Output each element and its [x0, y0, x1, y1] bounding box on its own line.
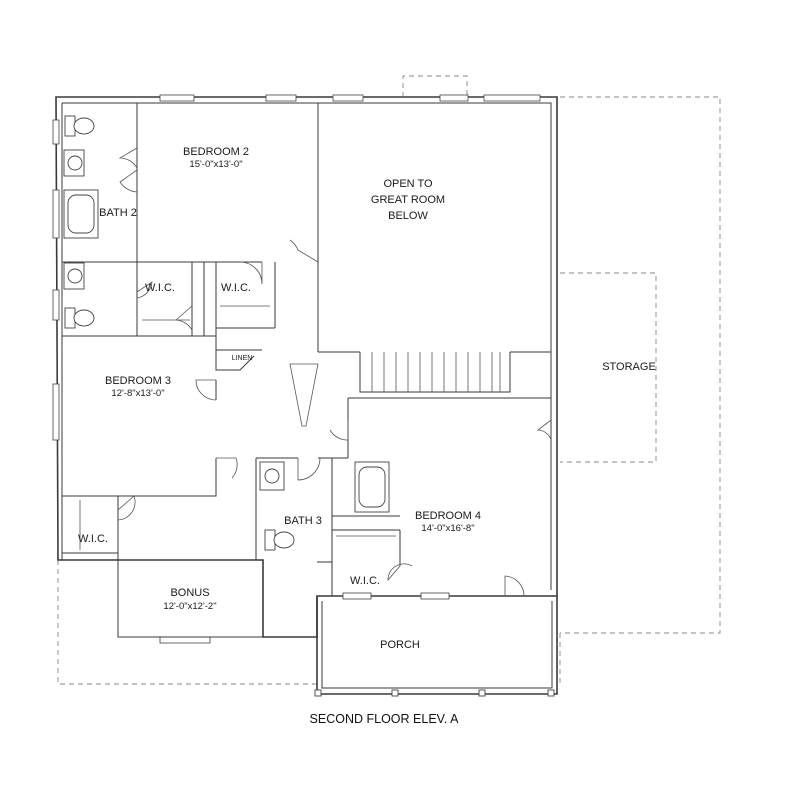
plumbing-fixtures: [63, 115, 396, 551]
storage-label: STORAGE: [602, 361, 656, 373]
plan-title: SECOND FLOOR ELEV. A: [310, 712, 460, 726]
bonus-dims: 12'-0"x12'-2": [163, 601, 216, 612]
open-to-below-line2: GREAT ROOM: [371, 194, 445, 206]
bonus-label: BONUS: [170, 587, 209, 599]
attic-access: [289, 363, 319, 427]
interior-walls: [61, 103, 551, 638]
bedroom2-dims: 15'-0"x13'-0": [189, 159, 242, 170]
roof-outline: [57, 75, 721, 685]
windows: [52, 94, 541, 644]
bedroom3-label: BEDROOM 3: [105, 375, 171, 387]
linen-label: LINEN: [232, 355, 253, 362]
bath2-label: BATH 2: [99, 207, 137, 219]
bedroom2-label: BEDROOM 2: [183, 146, 249, 158]
open-to-below-line3: BELOW: [388, 210, 428, 222]
wic-bed4-label: W.I.C.: [350, 575, 380, 587]
bedroom4-dims: 14'-0"x16'-8": [421, 523, 474, 534]
room-labels: BEDROOM 2 15'-0"x13'-0" BATH 2 OPEN TO G…: [78, 146, 656, 651]
exterior-walls: [55, 96, 558, 697]
bath3-label: BATH 3: [284, 515, 322, 527]
stair-treads: [371, 352, 501, 392]
wic-bed2-right-label: W.I.C.: [221, 282, 251, 294]
wic-bed2-left-label: W.I.C.: [145, 282, 175, 294]
doors: [117, 147, 552, 597]
open-to-below-line1: OPEN TO: [383, 178, 433, 190]
bedroom3-dims: 12'-8"x13'-0": [111, 388, 164, 399]
bedroom4-label: BEDROOM 4: [415, 510, 481, 522]
porch-label: PORCH: [380, 639, 420, 651]
wic-bonus-label: W.I.C.: [78, 533, 108, 545]
